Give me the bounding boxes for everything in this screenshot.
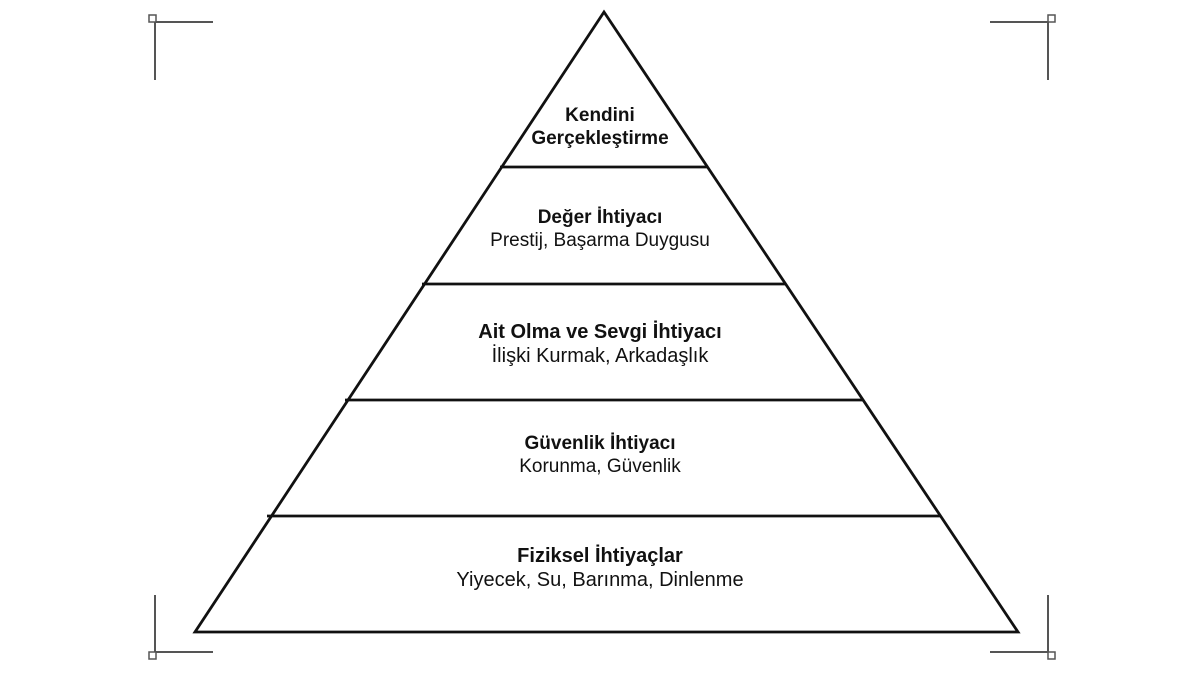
level-title: Değer İhtiyacı xyxy=(537,207,663,228)
level-title: Ait Olma ve Sevgi İhtiyacı xyxy=(478,321,722,343)
crop-mark-top-left xyxy=(148,14,213,80)
level-title: Fiziksel İhtiyaçlar xyxy=(517,545,683,567)
crop-mark-top-right xyxy=(990,14,1056,80)
level-subtitle: Prestij, Başarma Duygusu xyxy=(490,230,710,251)
crop-mark-bottom-left xyxy=(148,595,213,660)
pyramid-outline xyxy=(192,9,1021,634)
level-esteem: Değer İhtiyacı Prestij, Başarma Duygusu xyxy=(0,206,1200,253)
level-title: Kendini xyxy=(565,105,635,126)
level-title-line2: Gerçekleştirme xyxy=(531,128,669,149)
level-subtitle: Yiyecek, Su, Barınma, Dinlenme xyxy=(456,569,744,591)
level-subtitle: Korunma, Güvenlik xyxy=(519,456,681,477)
level-physiological: Fiziksel İhtiyaçlar Yiyecek, Su, Barınma… xyxy=(0,545,1200,592)
crop-marks xyxy=(148,14,1056,660)
level-safety: Güvenlik İhtiyacı Korunma, Güvenlik xyxy=(0,432,1200,479)
level-belonging: Ait Olma ve Sevgi İhtiyacı İlişki Kurmak… xyxy=(0,321,1200,368)
level-title: Güvenlik İhtiyacı xyxy=(524,433,676,454)
crop-mark-bottom-right xyxy=(990,595,1056,660)
level-self-actualization: Kendini Gerçekleştirme xyxy=(0,104,1200,150)
level-dividers xyxy=(267,165,941,518)
level-subtitle: İlişki Kurmak, Arkadaşlık xyxy=(491,345,709,367)
